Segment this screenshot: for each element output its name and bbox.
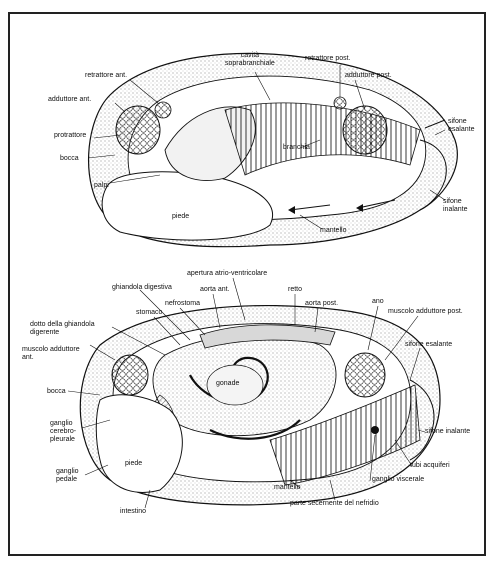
label-piede-bottom: piede [125, 460, 142, 468]
label-tubi-acquiferi: tubi acquiferi [410, 462, 450, 470]
label-intestino: intestino [120, 508, 146, 516]
label-parte-secernente-nefridio: parte secernente del nefridio [290, 500, 379, 508]
label-branchia: branchia [283, 144, 310, 152]
label-sifone-esalante-bottom: sifone esalante [405, 341, 452, 349]
label-nefrostoma: nefrostoma [165, 300, 200, 308]
label-ghiandola-digestiva: ghiandola digestiva [112, 284, 172, 292]
label-gonade: gonade [216, 380, 239, 388]
label-sifone-inalante-top: sifone inalante [443, 198, 468, 214]
label-protrattore: protrattore [54, 132, 86, 140]
label-muscolo-adduttore-ant: muscolo adduttore ant. [22, 346, 80, 362]
label-stomaco: stomaco [136, 309, 162, 317]
label-ganglio-cerebro-pleurale: ganglio cerebro- pleurale [50, 420, 76, 444]
bottom-foot [96, 395, 182, 493]
label-retrattore-ant: retrattore ant. [85, 72, 127, 80]
label-piede-top: piede [172, 213, 189, 221]
label-ganglio-viscerale: ganglio viscerale [372, 476, 424, 484]
label-dotto-ghiandola: dotto della ghiandola digerente [30, 321, 95, 337]
bottom-adductor-post [345, 353, 385, 397]
label-muscolo-adduttore-post: muscolo adduttore post. [388, 308, 463, 316]
label-adduttore-ant: adduttore ant. [48, 96, 91, 104]
top-retractor-post [334, 97, 346, 109]
label-mantello-bottom: mantello [274, 484, 300, 492]
top-figure [88, 53, 457, 246]
label-ano: ano [372, 298, 384, 306]
bottom-figure [68, 278, 440, 508]
label-cavita-soprabranchiale: cavità soprabranchiale [225, 52, 275, 68]
label-bocca-top: bocca [60, 155, 79, 163]
top-adductor-ant [116, 106, 160, 154]
label-aorta-ant: aorta ant. [200, 286, 230, 294]
label-bocca-bottom: bocca [47, 388, 66, 396]
bottom-adductor-ant [112, 355, 148, 395]
label-adduttore-post: adduttore post. [345, 72, 392, 80]
label-apertura-atrio-ventricolare: apertura atrio-ventricolare [187, 270, 267, 278]
label-palpi: palpi [94, 182, 109, 190]
top-adductor-post [343, 106, 387, 154]
label-mantello-top: mantello [320, 227, 346, 235]
label-retto: retto [288, 286, 302, 294]
label-ganglio-pedale: ganglio pedale [56, 468, 79, 484]
label-retrattore-post: retrattore post. [305, 55, 351, 63]
bottom-visceral-ganglion [371, 426, 379, 434]
label-aorta-post: aorta post. [305, 300, 338, 308]
top-retractor-ant [155, 102, 171, 118]
label-sifone-esalante-top: sifone esalante [448, 118, 474, 134]
label-sifone-inalante-bottom: sifone inalante [425, 428, 470, 436]
